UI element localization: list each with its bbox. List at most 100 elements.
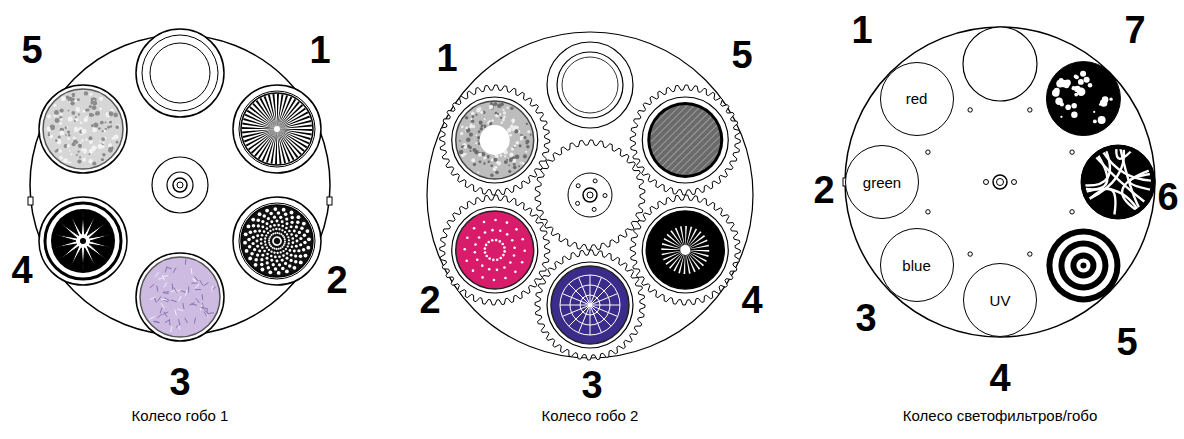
gobo-dot xyxy=(274,267,278,271)
gobo-dot xyxy=(299,254,303,258)
gobo-texture xyxy=(487,155,490,158)
gobo-dot xyxy=(253,248,256,251)
hub-hole xyxy=(592,207,596,211)
filter-label: UV xyxy=(990,292,1011,309)
gobo-dot xyxy=(265,209,269,213)
gobo-texture xyxy=(88,159,92,163)
gobo-texture xyxy=(195,276,199,281)
gobo-texture xyxy=(161,298,167,300)
gobo-texture xyxy=(67,137,70,140)
gobo-texture xyxy=(99,107,102,110)
gobo-texture xyxy=(497,103,502,108)
gobo-texture xyxy=(525,151,527,153)
gobo-texture xyxy=(188,287,189,293)
gobo-texture xyxy=(76,154,78,156)
gobo-image xyxy=(680,245,690,255)
gobo-texture xyxy=(65,127,67,129)
gobo-texture xyxy=(100,121,104,125)
gobo-dot xyxy=(298,231,301,234)
gobo-dot xyxy=(1074,86,1081,93)
gobo-texture xyxy=(89,153,91,155)
gobo-dot xyxy=(506,233,509,236)
gobo-dot xyxy=(248,245,252,249)
gobo-dot xyxy=(273,224,276,227)
gobo-dot xyxy=(1059,78,1064,83)
gobo-dot xyxy=(275,244,277,246)
gobo-dot xyxy=(284,262,287,265)
gobo-dot xyxy=(266,257,269,260)
gobo-dot xyxy=(244,232,248,236)
gobo-texture xyxy=(174,287,177,292)
gobo-dot xyxy=(293,266,297,270)
gobo-texture xyxy=(83,150,87,154)
notch xyxy=(28,197,33,205)
gobo-dot xyxy=(284,231,286,233)
gobo-texture xyxy=(67,130,70,133)
gobo-texture xyxy=(171,300,177,302)
gobo-dot xyxy=(270,220,273,223)
gobo-dot xyxy=(485,244,488,247)
gobo-dot xyxy=(296,240,299,243)
gobo-texture xyxy=(86,116,88,118)
gobo-dot xyxy=(267,266,271,270)
gobo-holder xyxy=(452,97,538,183)
gobo-texture xyxy=(180,291,186,293)
color-filter-circle: blue xyxy=(880,228,954,302)
gobo-web xyxy=(590,284,611,305)
hub xyxy=(173,178,187,192)
gobo-dot xyxy=(260,258,263,261)
gobo-dot xyxy=(269,212,273,216)
gobo-dot xyxy=(258,212,262,216)
wheel-plate xyxy=(845,27,1155,337)
gobo-texture xyxy=(527,130,530,133)
gobo-dot xyxy=(299,237,302,240)
gobo-texture xyxy=(91,124,94,127)
gobo-texture xyxy=(91,114,94,117)
gobo-texture xyxy=(202,294,204,300)
gobo-dot xyxy=(463,248,466,251)
filter-label: red xyxy=(906,90,928,107)
gobo-dot xyxy=(268,240,270,242)
gobo-texture xyxy=(171,326,172,332)
gobo-dot xyxy=(280,233,282,235)
gobo-texture xyxy=(157,314,162,318)
gobo-dot xyxy=(266,246,268,248)
gobo-dot xyxy=(472,269,475,272)
gobo-texture xyxy=(69,150,71,152)
gobo-texture xyxy=(497,113,499,115)
gobo-holder xyxy=(452,207,538,293)
gobo-dot xyxy=(1054,88,1060,94)
gobo-dot xyxy=(299,243,302,246)
gobo-texture xyxy=(511,119,515,123)
gobo-texture xyxy=(499,113,501,115)
gobo-texture xyxy=(513,165,517,169)
gobo-dot xyxy=(488,268,491,271)
gobo-texture xyxy=(69,162,71,164)
gobo-dot xyxy=(264,237,266,239)
callout-number: 5 xyxy=(1116,323,1137,361)
gobo-dot xyxy=(269,225,272,228)
gobo-dot xyxy=(288,239,290,241)
gobo-dot xyxy=(258,230,261,233)
gobo-texture xyxy=(490,174,494,178)
gobo-dot xyxy=(256,234,259,237)
wheel-caption: Колесо гобо 2 xyxy=(542,407,639,424)
gobo-texture xyxy=(68,110,70,112)
gobo-dot xyxy=(1060,116,1062,118)
gobo-texture xyxy=(82,158,86,162)
gobo-texture xyxy=(204,282,209,285)
gobo-web xyxy=(562,305,590,316)
gobo-texture xyxy=(114,134,119,139)
gobo-texture xyxy=(496,115,499,118)
gobo-texture xyxy=(483,162,485,164)
gobo-texture xyxy=(71,98,74,101)
color-filter-circle: UV xyxy=(963,263,1037,337)
callout-number: 2 xyxy=(419,281,440,319)
gobo-texture xyxy=(68,134,70,136)
gobo-dot xyxy=(274,232,276,234)
gobo-texture xyxy=(116,141,119,144)
gobo-texture xyxy=(476,134,478,136)
gobo-dot xyxy=(264,240,266,242)
hub xyxy=(997,179,1004,186)
gobo-texture xyxy=(513,163,516,166)
